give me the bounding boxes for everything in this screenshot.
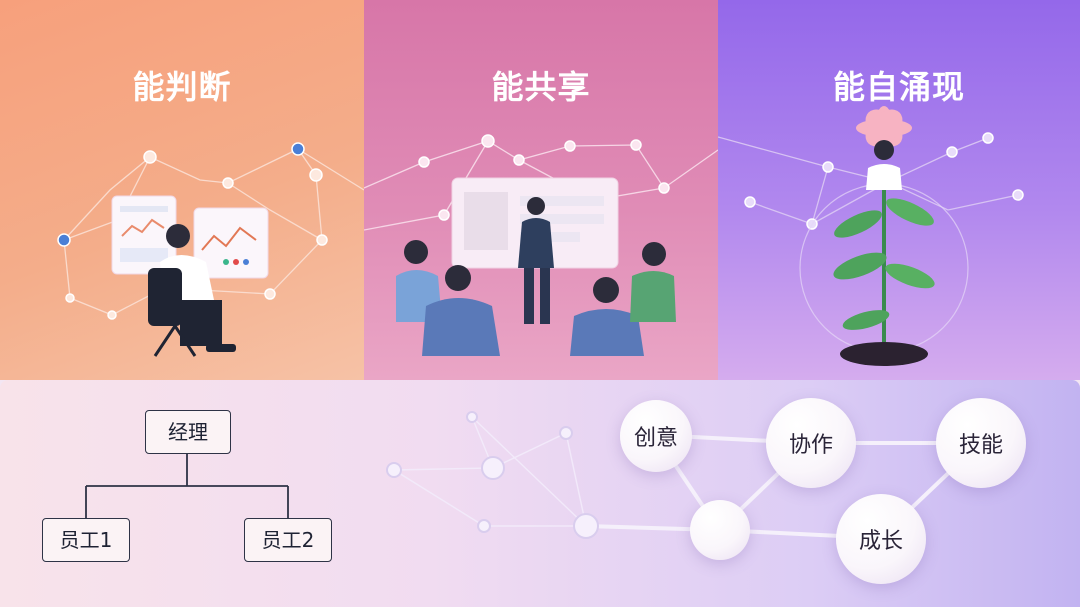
judge-illustration: [57, 142, 364, 357]
employee-2-box: 员工2: [244, 518, 332, 562]
panel-judge: 能判断: [0, 0, 364, 380]
node-hub: [690, 500, 750, 560]
panel-emerge: 能自涌现: [718, 0, 1080, 380]
manager-box: 经理: [145, 410, 231, 454]
employee-1-box: 员工1: [42, 518, 130, 562]
bottom-section: 经理 员工1 员工2 创意 协作 技能 成长: [0, 380, 1080, 607]
node-creativity: 创意: [620, 400, 692, 472]
node-skill: 技能: [936, 398, 1026, 488]
panel-title-share: 能共享: [491, 68, 591, 106]
panel-share: 能共享: [364, 0, 718, 380]
emerge-illustration: [718, 106, 1024, 366]
node-collaboration: 协作: [766, 398, 856, 488]
panel-title-emerge: 能自涌现: [832, 68, 965, 106]
share-illustration: [364, 134, 718, 356]
panel-title-judge: 能判断: [132, 68, 232, 106]
node-growth: 成长: [836, 494, 926, 584]
